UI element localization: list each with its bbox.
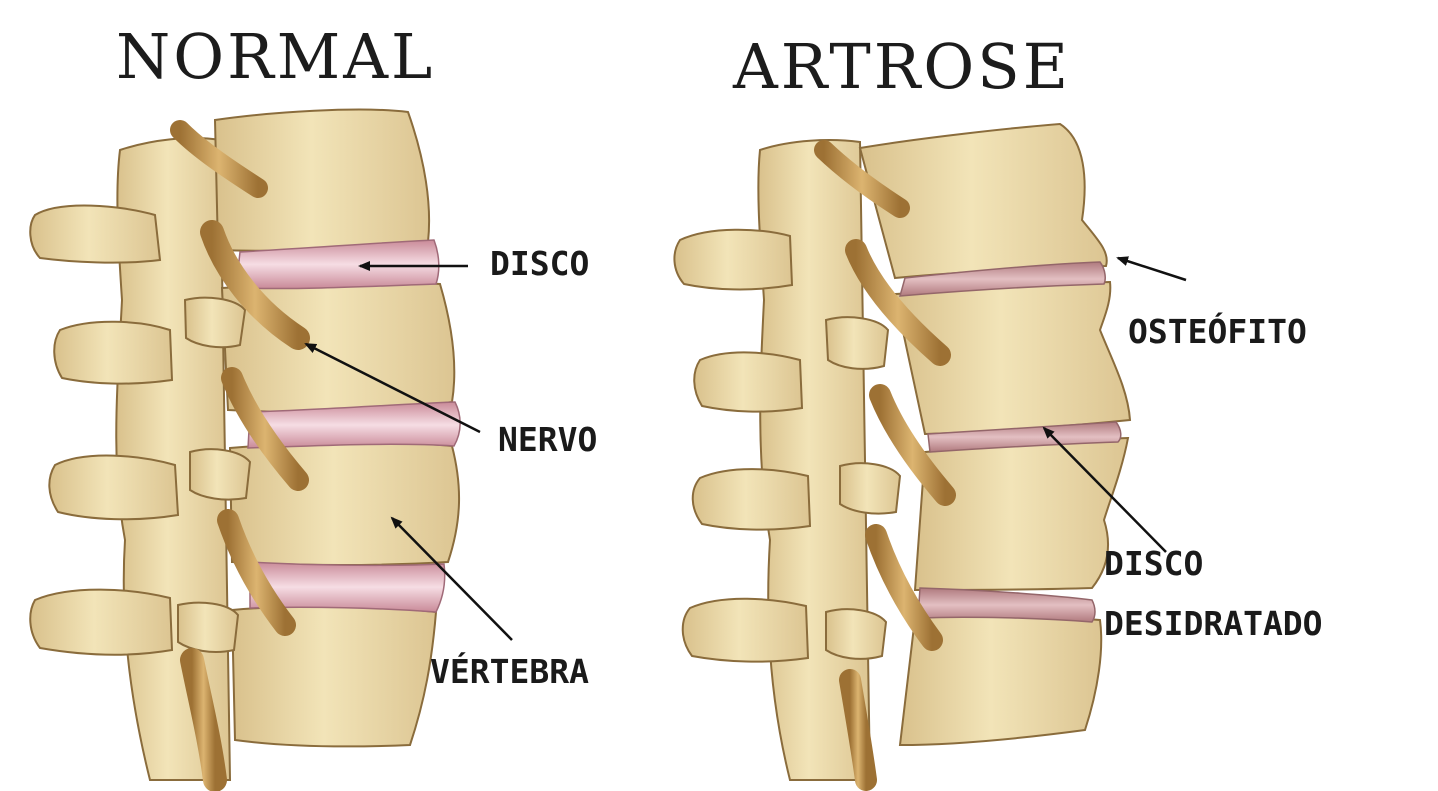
artrose-facet — [824, 316, 890, 370]
disco-desidratado-label-line2: DESIDRATADO — [1104, 604, 1323, 643]
normal-facet — [177, 601, 240, 653]
normal-vertebral-body — [228, 441, 461, 566]
normal-nerve — [180, 648, 227, 791]
disco-desidratado-label-line1: DISCO — [1104, 544, 1204, 583]
normal-spine — [29, 108, 513, 791]
nervo-arrow — [304, 342, 481, 434]
artrose-nerve — [869, 384, 956, 506]
artrose-nerve — [865, 524, 943, 651]
nervo-label: NERVO — [498, 420, 598, 459]
normal-vertebral-body — [230, 605, 438, 748]
normal-facet — [189, 448, 252, 501]
disco-label: DISCO — [490, 244, 590, 283]
normal-disc — [235, 239, 440, 290]
vertebra-arrow — [390, 516, 513, 641]
artrose-nerve — [839, 669, 877, 791]
normal-nerve — [200, 220, 310, 350]
artrose-title: ARTROSE — [733, 30, 1071, 103]
artrose-transverse-process — [673, 228, 794, 291]
osteofito-label: OSTEÓFITO — [1128, 312, 1307, 351]
artrose-nerve — [845, 239, 951, 366]
osteofito-arrow — [1116, 256, 1187, 282]
artrose-disc — [898, 261, 1106, 297]
artrose-disc — [917, 587, 1096, 623]
normal-transverse-process — [29, 588, 174, 656]
normal-transverse-process — [29, 204, 162, 264]
artrose-transverse-process — [691, 468, 812, 531]
artrose-nerve — [814, 140, 910, 218]
normal-transverse-process — [53, 320, 174, 385]
normal-nerve — [170, 120, 268, 198]
normal-nerve — [221, 367, 309, 491]
normal-nerve — [217, 509, 296, 636]
normal-transverse-process — [48, 454, 180, 521]
disco-desidratado-arrow — [1042, 426, 1167, 553]
vertebra-label: VÉRTEBRA — [430, 652, 589, 691]
artrose-spine — [673, 122, 1187, 791]
artrose-transverse-process — [681, 597, 810, 663]
artrose-facet — [839, 462, 902, 515]
normal-facet — [183, 296, 247, 349]
artrose-disc — [927, 421, 1122, 453]
normal-title: NORMAL — [116, 20, 436, 93]
artrose-facet — [825, 608, 888, 660]
normal-disc — [249, 561, 446, 613]
artrose-transverse-process — [693, 351, 804, 413]
artrose-vertebral-body — [913, 436, 1130, 592]
normal-disc — [247, 401, 461, 449]
